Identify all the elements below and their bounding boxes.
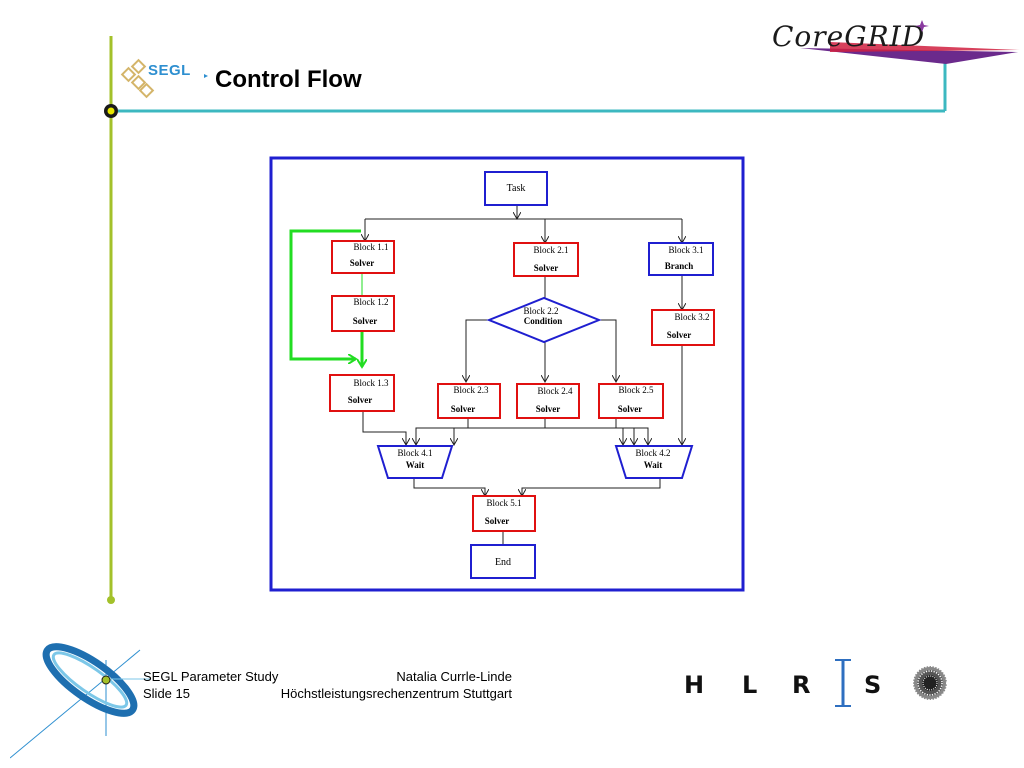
segl-logo-text: SEGL xyxy=(148,62,191,79)
svg-text:Branch: Branch xyxy=(665,261,694,271)
node-block-2-3: Block 2.3 Solver xyxy=(437,383,501,419)
svg-text:Condition: Condition xyxy=(524,316,563,326)
svg-text:Block 2.4: Block 2.4 xyxy=(538,386,573,396)
svg-text:S: S xyxy=(864,671,881,699)
hlrs-logo: H L R S xyxy=(684,659,948,707)
svg-text:Task: Task xyxy=(507,183,526,194)
coregrid-logo: CoreGRID xyxy=(772,20,1020,64)
svg-text:Solver: Solver xyxy=(536,404,561,414)
node-block-3-1: Block 3.1 Branch xyxy=(648,242,714,276)
segl-logo xyxy=(120,58,208,99)
svg-text:Block 2.3: Block 2.3 xyxy=(454,385,489,395)
svg-text:R: R xyxy=(792,671,810,699)
svg-text:Solver: Solver xyxy=(618,404,643,414)
svg-text:Solver: Solver xyxy=(353,316,378,326)
svg-text:Wait: Wait xyxy=(644,460,663,470)
node-block-2-1: Block 2.1 Solver xyxy=(513,242,579,277)
svg-text:Solver: Solver xyxy=(350,258,375,268)
svg-text:Wait: Wait xyxy=(406,460,425,470)
node-block-3-2: Block 3.2 Solver xyxy=(651,309,715,346)
left-rule-end-dot xyxy=(107,596,115,604)
node-block-1-3: Block 1.3 Solver xyxy=(329,374,395,412)
footer-author: Natalia Currle-Linde xyxy=(396,669,512,684)
connectors xyxy=(363,205,682,545)
svg-text:Solver: Solver xyxy=(667,330,692,340)
node-task: Task xyxy=(484,171,548,206)
hlrs-letters: H L R S xyxy=(684,671,881,699)
footer-slide-number: Slide 15 xyxy=(143,686,190,701)
svg-text:L: L xyxy=(742,671,757,699)
svg-text:Block 3.2: Block 3.2 xyxy=(675,312,710,322)
svg-text:Solver: Solver xyxy=(451,404,476,414)
node-end: End xyxy=(470,544,536,579)
svg-text:Block 5.1: Block 5.1 xyxy=(487,498,522,508)
svg-text:End: End xyxy=(495,557,511,568)
node-block-2-5: Block 2.5 Solver xyxy=(598,383,664,419)
svg-text:Block 2.2: Block 2.2 xyxy=(524,306,559,316)
svg-text:Block 1.2: Block 1.2 xyxy=(354,297,389,307)
node-block-5-1: Block 5.1 Solver xyxy=(472,495,536,532)
node-block-4-1: Block 4.1 Wait xyxy=(376,445,454,479)
svg-text:Solver: Solver xyxy=(348,395,373,405)
node-block-2-4: Block 2.4 Solver xyxy=(516,383,580,419)
svg-text:Block 3.1: Block 3.1 xyxy=(669,245,704,255)
svg-text:Block 2.1: Block 2.1 xyxy=(534,245,569,255)
node-block-4-2: Block 4.2 Wait xyxy=(614,445,694,479)
star-icon xyxy=(915,20,929,32)
node-block-1-1: Block 1.1 Solver xyxy=(331,240,395,274)
svg-text:Solver: Solver xyxy=(485,516,510,526)
svg-text:Block 1.1: Block 1.1 xyxy=(354,242,389,252)
footer-institution: Höchstleistungsrechenzentrum Stuttgart xyxy=(280,686,512,701)
node-block-1-2: Block 1.2 Solver xyxy=(331,295,395,332)
svg-text:Block 1.3: Block 1.3 xyxy=(354,378,389,388)
page-title: Control Flow xyxy=(215,66,362,93)
svg-text:Solver: Solver xyxy=(534,263,559,273)
coregrid-logo-text: CoreGRID xyxy=(772,20,925,53)
dot-sphere-icon xyxy=(912,665,948,701)
svg-text:H: H xyxy=(684,671,704,699)
node-block-2-2: Block 2.2 Condition xyxy=(486,296,602,344)
svg-text:Block 2.5: Block 2.5 xyxy=(619,385,654,395)
footer-orbit-logo xyxy=(10,643,150,759)
svg-text:Block 4.1: Block 4.1 xyxy=(398,448,433,458)
svg-text:Block 4.2: Block 4.2 xyxy=(636,448,671,458)
control-flow-diagram: Task Block 1.1 Solver Block 1.2 Solver B… xyxy=(269,156,745,592)
footer-study: SEGL Parameter Study xyxy=(143,669,279,684)
